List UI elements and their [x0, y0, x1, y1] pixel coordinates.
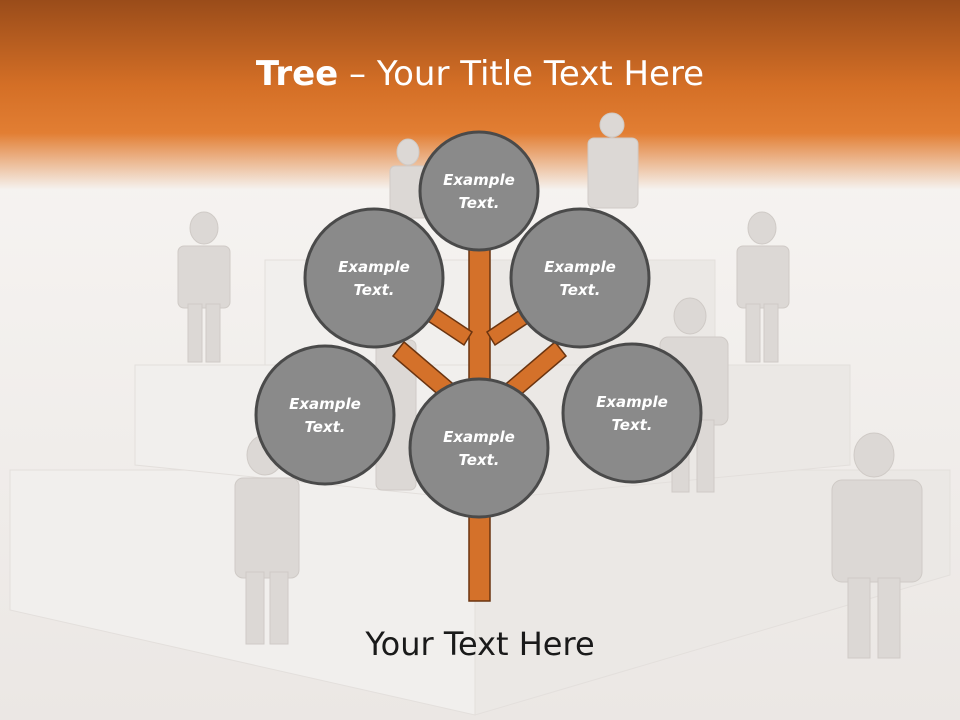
node-label-line1: Example	[289, 395, 361, 413]
node-label-line2: Text.	[559, 281, 600, 299]
tree-nodes: Example Text. Example Text. Example Text…	[254, 130, 703, 519]
node-label-line2: Text.	[353, 281, 394, 299]
node-label-line2: Text.	[458, 194, 499, 212]
title-bold: Tree	[255, 54, 339, 94]
node-label-line2: Text.	[304, 418, 345, 436]
person-figure	[389, 138, 429, 219]
person-figure	[831, 432, 923, 659]
node-label-line1: Example	[443, 428, 515, 446]
node-label-line1: Example	[544, 258, 616, 276]
tree-node-upper-left[interactable]: Example Text.	[303, 207, 445, 349]
person-figure	[736, 211, 790, 363]
node-label-line1: Example	[443, 171, 515, 189]
node-label-line2: Text.	[611, 416, 652, 434]
node-label-line2: Text.	[458, 451, 499, 469]
people-figures	[177, 112, 923, 659]
person-figure	[177, 211, 231, 363]
slide-title: Tree – Your Title Text Here	[0, 52, 960, 96]
person-figure	[587, 112, 639, 209]
tree-node-center[interactable]: Example Text.	[408, 377, 550, 519]
tree-node-lower-left[interactable]: Example Text.	[254, 344, 396, 486]
title-rest: – Your Title Text Here	[338, 54, 705, 94]
tree-node-top[interactable]: Example Text.	[418, 130, 540, 252]
tree-node-lower-right[interactable]: Example Text.	[561, 342, 703, 484]
node-label-line1: Example	[338, 258, 410, 276]
node-label-line1: Example	[596, 393, 668, 411]
tree-node-upper-right[interactable]: Example Text.	[509, 207, 651, 349]
caption-text: Your Text Here	[365, 625, 595, 663]
